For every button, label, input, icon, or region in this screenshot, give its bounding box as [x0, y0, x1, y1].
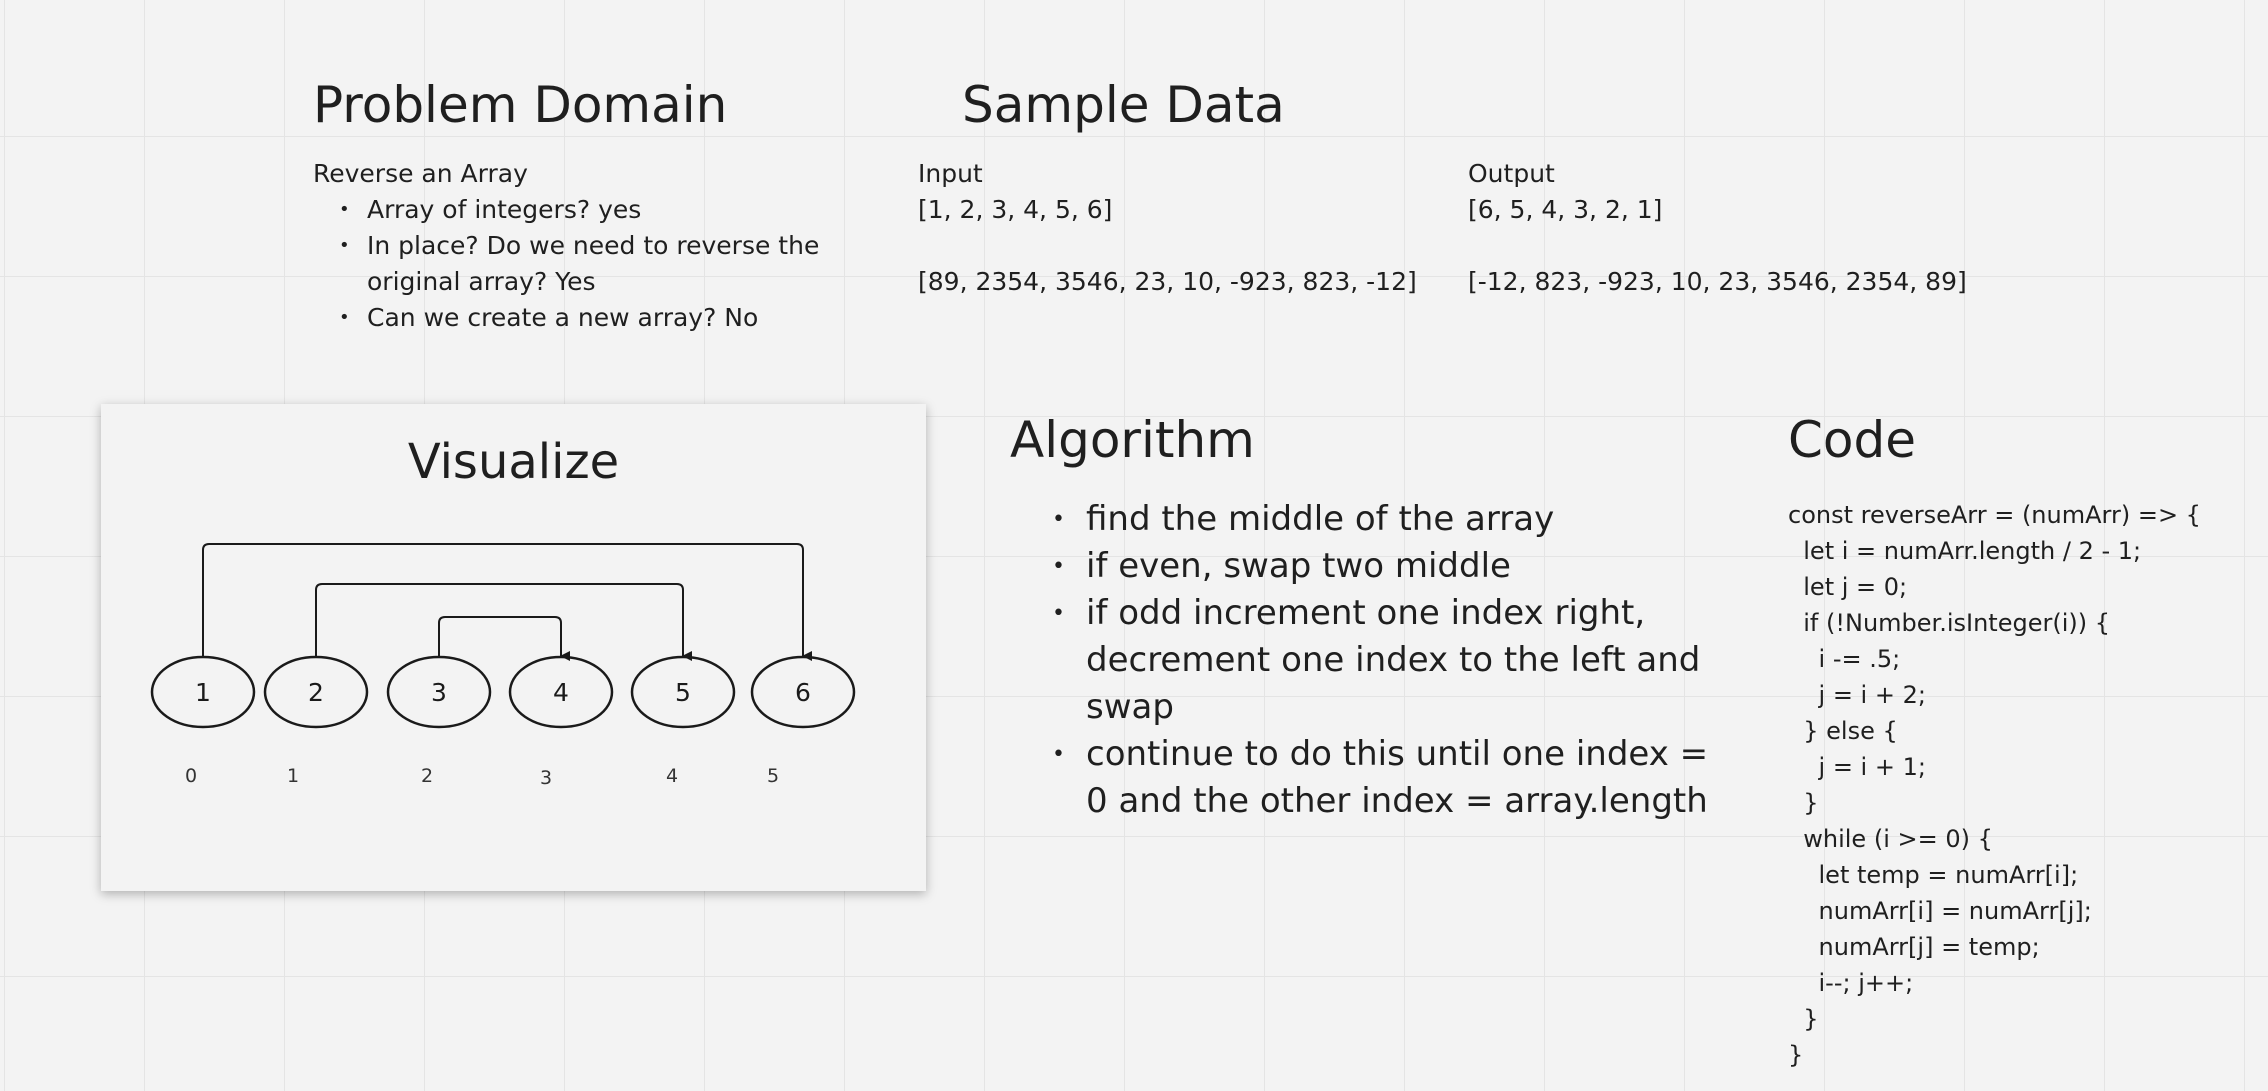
output-label: Output — [1468, 159, 1555, 188]
array-node-label: 1 — [195, 678, 211, 707]
swap-arrow-3-4 — [438, 616, 570, 661]
algorithm-step: continue to do this until one index = 0 … — [1052, 731, 1726, 825]
problem-bullet: Array of integers? yes — [339, 192, 837, 228]
code-line: while (i >= 0) { — [1788, 825, 1993, 853]
code-line: i--; j++; — [1788, 969, 1914, 997]
array-node — [508, 655, 614, 729]
code-line: let j = 0; — [1788, 573, 1908, 601]
output-value: [6, 5, 4, 3, 2, 1] — [1468, 195, 1663, 224]
visualize-card[interactable]: 1 2 3 4 5 6 0 1 2 3 4 5 Visualize — [101, 404, 926, 891]
code-line: let i = numArr.length / 2 - 1; — [1788, 537, 2142, 565]
code-line: let temp = numArr[i]; — [1788, 861, 2079, 889]
array-index-label: 4 — [666, 765, 678, 787]
code-line: j = i + 1; — [1788, 753, 1926, 781]
code-line: j = i + 2; — [1788, 681, 1926, 709]
code-line: } — [1788, 789, 1819, 817]
input-value: [1, 2, 3, 4, 5, 6] — [918, 195, 1113, 224]
code-line: const reverseArr = (numArr) => { — [1788, 501, 2201, 529]
swap-diagram: 1 2 3 4 5 6 0 1 2 3 4 5 — [150, 543, 856, 789]
code-line: } else { — [1788, 717, 1898, 745]
array-node-label: 3 — [431, 678, 447, 707]
algorithm-step: if odd increment one index right, decrem… — [1052, 590, 1726, 731]
code-line: numArr[j] = temp; — [1788, 933, 2040, 961]
problem-bullet: In place? Do we need to reverse the orig… — [339, 228, 837, 300]
swap-arrow-1-6 — [202, 543, 812, 661]
array-node — [750, 655, 856, 729]
array-index-label: 1 — [287, 765, 299, 787]
array-node-label: 4 — [553, 678, 569, 707]
visualize-title: Visualize — [407, 434, 620, 490]
sample-data-title: Sample Data — [962, 76, 1285, 134]
problem-bullet: Can we create a new array? No — [339, 300, 837, 336]
code-line: } — [1788, 1041, 1804, 1069]
array-node — [630, 655, 736, 729]
array-node — [386, 655, 492, 729]
code-line: numArr[i] = numArr[j]; — [1788, 897, 2092, 925]
algorithm-title: Algorithm — [1010, 411, 1255, 469]
array-node-label: 6 — [795, 678, 811, 707]
array-index-label: 0 — [185, 765, 197, 787]
swap-arrow-2-5 — [315, 583, 692, 661]
output-value: [-12, 823, -923, 10, 23, 3546, 2354, 89] — [1468, 267, 1967, 296]
array-index-label: 5 — [767, 765, 779, 787]
input-label: Input — [918, 159, 983, 188]
code-line: i -= .5; — [1788, 645, 1901, 673]
problem-domain-subtitle: Reverse an Array — [313, 159, 528, 188]
code-line: if (!Number.isInteger(i)) { — [1788, 609, 2110, 637]
array-node — [263, 655, 369, 729]
code-line: } — [1788, 1005, 1819, 1033]
problem-domain-bullets: Array of integers? yes In place? Do we n… — [313, 192, 837, 336]
array-node-label: 2 — [308, 678, 324, 707]
array-index-label: 2 — [421, 765, 433, 787]
code-title: Code — [1788, 411, 1917, 469]
code-block: const reverseArr = (numArr) => { let i =… — [1788, 497, 2201, 1073]
array-index-label: 3 — [540, 767, 552, 789]
array-node-label: 5 — [675, 678, 691, 707]
algorithm-step: if even, swap two middle — [1052, 543, 1726, 590]
algorithm-step: find the middle of the array — [1052, 496, 1726, 543]
array-node — [150, 655, 256, 729]
algorithm-steps: find the middle of the array if even, sw… — [1010, 496, 1726, 825]
problem-domain-title: Problem Domain — [313, 76, 728, 134]
input-value: [89, 2354, 3546, 23, 10, -923, 823, -12] — [918, 267, 1417, 296]
